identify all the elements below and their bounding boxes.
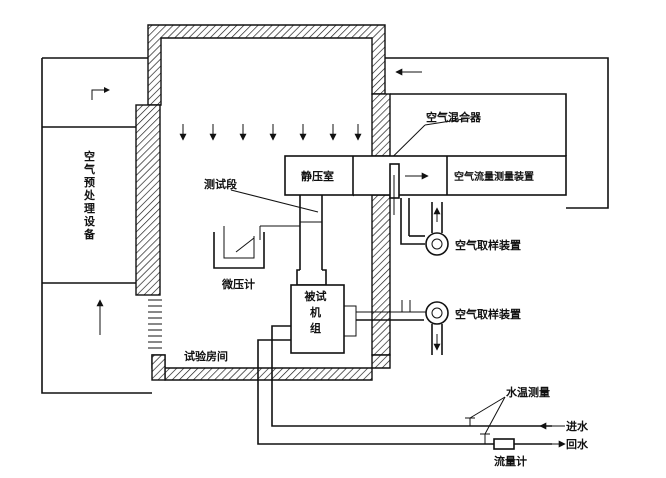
micromanometer-symbol — [213, 226, 265, 269]
upper-air-sampler — [389, 163, 449, 256]
water-in-label: 进水 — [566, 419, 589, 433]
supply-air-arrows — [179, 124, 362, 141]
lower-air-sampler — [356, 300, 449, 355]
flow-arrow-upper-left — [91, 89, 104, 100]
test-room-walls — [135, 24, 391, 381]
return-duct — [41, 57, 609, 394]
micromanometer-label: 微压计 — [221, 277, 255, 291]
flow-meter-symbol — [493, 438, 515, 450]
water-out-label: 回水 — [566, 437, 589, 451]
water-piping — [257, 325, 566, 450]
unit-under-test — [290, 284, 430, 354]
flow-meter-label: 流量计 — [494, 454, 527, 468]
plenum-label: 静压室 — [301, 169, 334, 183]
water-temp-label: 水温测量 — [506, 385, 550, 399]
plenum-row — [284, 155, 567, 196]
unit-under-test-label: 被试机组 — [305, 289, 327, 335]
test-room-label: 试验房间 — [184, 349, 228, 363]
room-inlet-louvers — [148, 299, 162, 349]
test-section-leader — [230, 189, 319, 213]
airflow-meter-label: 空气流量测量装置 — [454, 170, 534, 183]
test-section-label: 测试段 — [204, 177, 237, 191]
air-mixer-label: 空气混合器 — [426, 110, 482, 124]
air-pretreatment-label: 空气预处理设备 — [83, 149, 96, 241]
test-section-duct — [230, 189, 327, 286]
air-sampling-lower-label: 空气取样装置 — [455, 307, 521, 321]
air-sampling-upper-label: 空气取样装置 — [455, 238, 521, 252]
